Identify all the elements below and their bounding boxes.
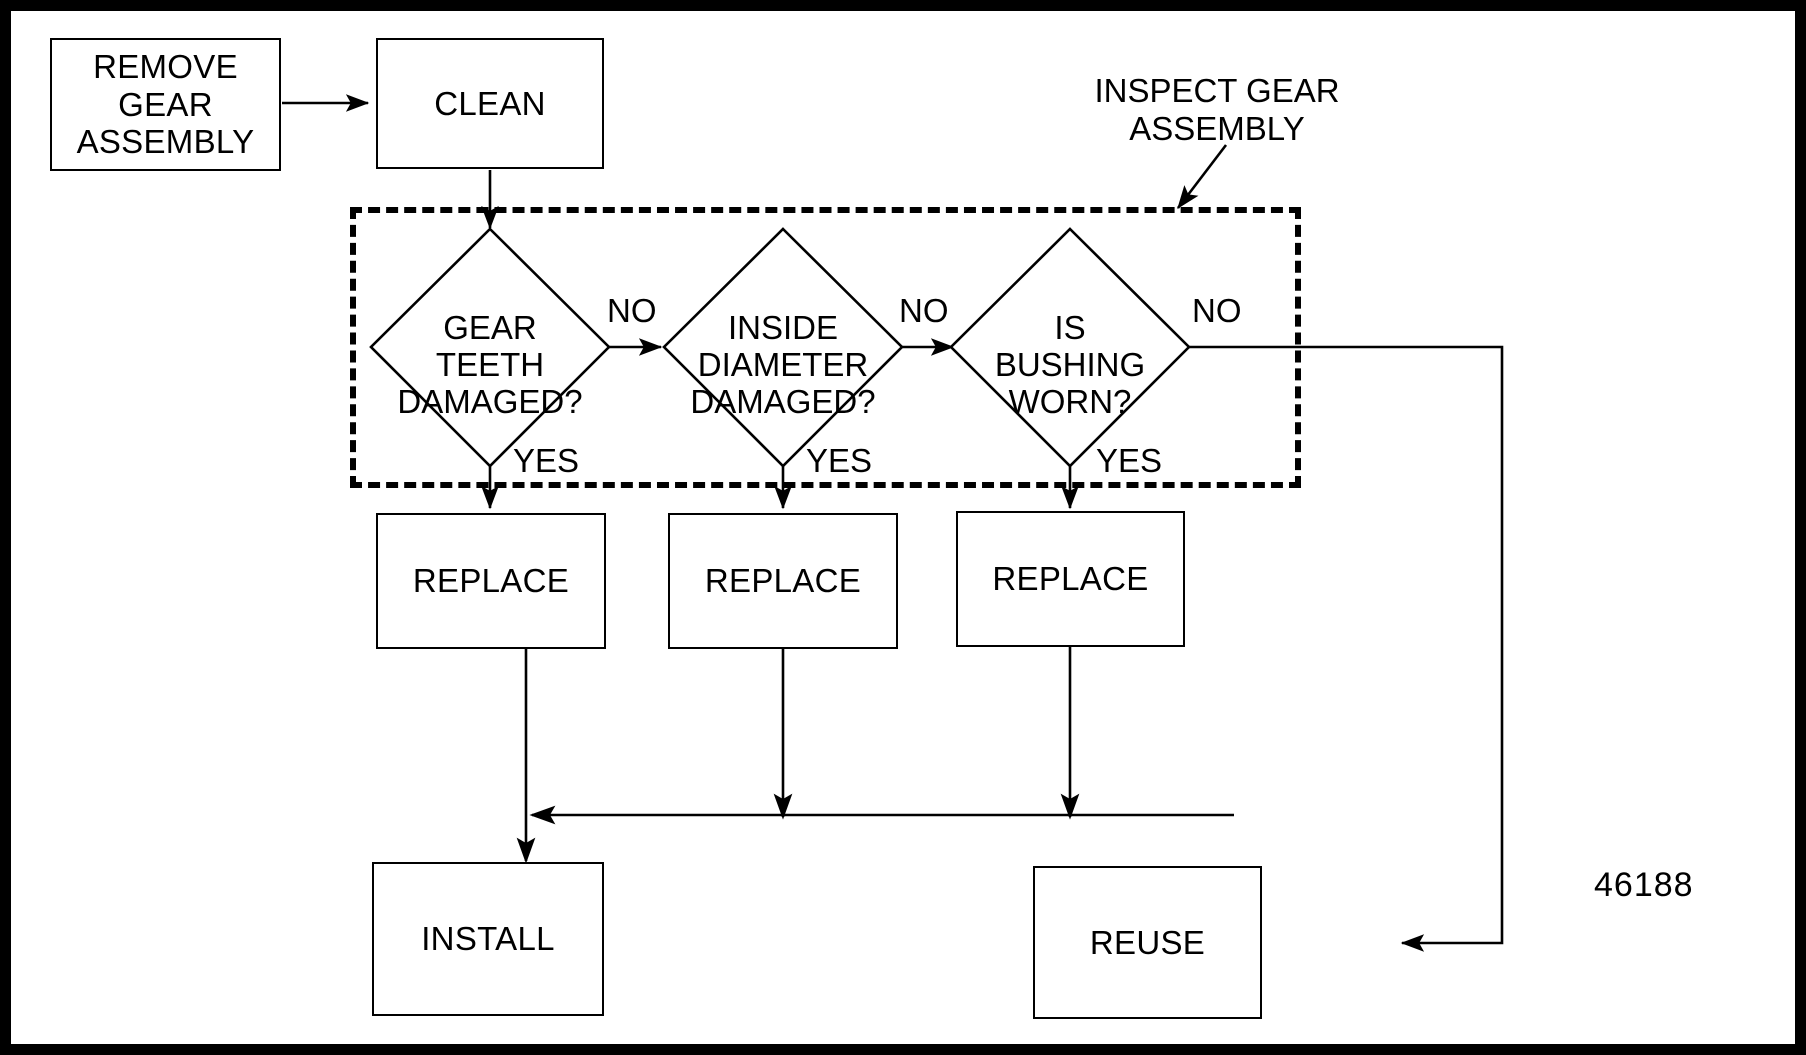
callout-line2: ASSEMBLY	[1129, 110, 1305, 148]
edge-label-no-2: NO	[899, 292, 949, 329]
node-replace-2-label: REPLACE	[704, 562, 862, 600]
decision-gear-teeth-shape	[369, 227, 611, 468]
decision-gear-teeth-line1: GEAR	[443, 309, 537, 346]
node-remove-gear-assembly[interactable]: REMOVE GEAR ASSEMBLY	[50, 38, 281, 171]
node-remove-line2: GEAR	[118, 85, 213, 123]
decision-bushing-line1: IS	[1054, 309, 1086, 346]
node-remove-line3: ASSEMBLY	[76, 123, 255, 161]
decision-bushing-line3: WORN?	[1008, 382, 1132, 420]
decision-inside-diameter-line1: INSIDE	[727, 309, 839, 346]
figure-id: 46188	[1594, 866, 1694, 904]
decision-inside-diameter-line2: DIAMETER	[697, 345, 869, 383]
node-remove-line1: REMOVE	[93, 48, 238, 86]
decision-inside-diameter-shape	[662, 227, 904, 468]
edge-no-bushing-to-reuse	[1189, 345, 1504, 952]
node-reuse-label: REUSE	[1089, 923, 1206, 961]
node-replace-1[interactable]: REPLACE	[376, 513, 606, 649]
decision-gear-teeth-line2: TEETH	[435, 345, 545, 383]
inspect-gear-assembly-group	[350, 207, 1301, 488]
callout-line1: INSPECT GEAR	[1094, 72, 1340, 109]
decision-gear-teeth-label: GEAR TEETH DAMAGED?	[371, 309, 609, 421]
decision-bushing-label: IS BUSHING WORN?	[951, 309, 1189, 421]
node-install-label: INSTALL	[421, 920, 555, 958]
edge-label-no-3: NO	[1192, 292, 1242, 329]
node-replace-3[interactable]: REPLACE	[956, 511, 1185, 647]
node-replace-3-label: REPLACE	[992, 560, 1149, 598]
decision-inside-diameter-label: INSIDE DIAMETER DAMAGED?	[664, 309, 902, 421]
callout-leader-line	[1176, 144, 1228, 210]
decision-bushing-shape	[949, 227, 1191, 468]
edge-label-yes-2: YES	[806, 442, 873, 479]
node-replace-1-label: REPLACE	[412, 562, 570, 600]
decision-gear-teeth-line3: DAMAGED?	[397, 382, 583, 420]
edge-label-no-1: NO	[607, 292, 657, 329]
callout-inspect-gear-assembly: INSPECT GEAR ASSEMBLY	[1092, 72, 1342, 149]
node-clean[interactable]: CLEAN	[376, 38, 604, 169]
node-clean-label: CLEAN	[434, 84, 546, 122]
decision-bushing-line2: BUSHING	[994, 345, 1146, 383]
node-replace-2[interactable]: REPLACE	[668, 513, 898, 649]
node-reuse[interactable]: REUSE	[1033, 866, 1262, 1019]
edge-label-yes-1: YES	[513, 442, 580, 479]
node-install[interactable]: INSTALL	[372, 862, 604, 1016]
edge-label-yes-3: YES	[1096, 442, 1163, 479]
decision-inside-diameter-line3: DAMAGED?	[690, 382, 876, 420]
